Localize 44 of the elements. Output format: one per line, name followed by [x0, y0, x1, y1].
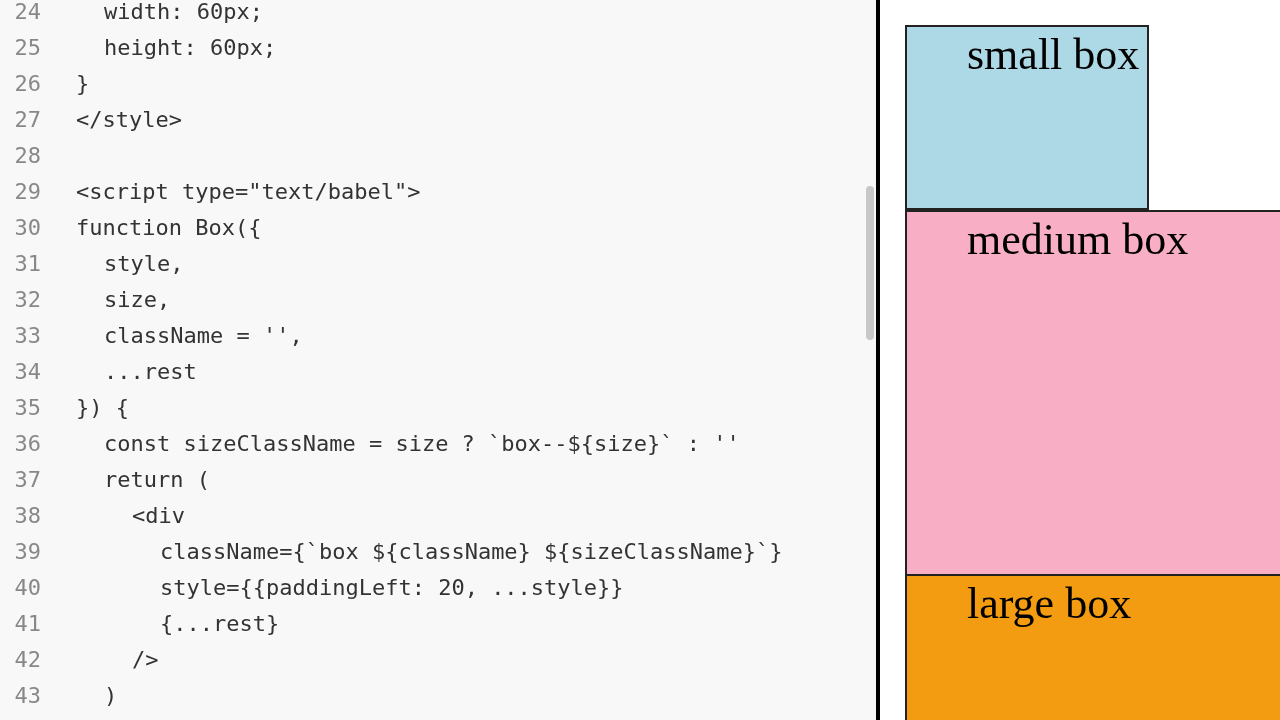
line-number: 31: [13, 250, 41, 278]
code-line: }: [76, 70, 90, 98]
line-number: 27: [13, 106, 41, 134]
code-line: style,: [104, 250, 184, 278]
line-number: 30: [13, 214, 41, 242]
line-number: 41: [13, 610, 41, 638]
code-line: />: [132, 646, 159, 674]
line-number: 26: [13, 70, 41, 98]
code-line: className = '',: [104, 322, 303, 350]
line-number: 33: [13, 322, 41, 350]
code-line: return (: [104, 466, 210, 494]
line-number: 42: [13, 646, 41, 674]
code-line: size,: [104, 286, 171, 314]
code-line: ...rest: [104, 358, 197, 386]
preview-box: [905, 25, 1149, 210]
line-number: 32: [13, 286, 41, 314]
code-line: width: 60px;: [104, 0, 263, 26]
line-number: 37: [13, 466, 41, 494]
line-number: 25: [13, 34, 41, 62]
line-number: 40: [13, 574, 41, 602]
code-line: <div: [132, 502, 185, 530]
code-line: ): [104, 682, 118, 710]
code-line: <script type="text/babel">: [76, 178, 421, 206]
box-label: medium box: [967, 214, 1190, 266]
code-line: {...rest}: [160, 610, 280, 638]
box-label: large box: [967, 578, 1133, 630]
line-number: 35: [13, 394, 41, 422]
code-line: className={`box ${className} ${sizeClassName}`}: [160, 538, 783, 566]
code-line: function Box({: [76, 214, 262, 242]
preview-box: [905, 210, 1280, 576]
line-number: 38: [13, 502, 41, 530]
code-line: </style>: [76, 106, 182, 134]
code-line: height: 60px;: [104, 34, 277, 62]
line-number: 29: [13, 178, 41, 206]
line-number: 34: [13, 358, 41, 386]
code-line: style={{paddingLeft: 20, ...style}}: [160, 574, 624, 602]
code-line: }) {: [76, 394, 129, 422]
line-number: 24: [13, 0, 41, 26]
box-label: small box: [967, 29, 1141, 81]
line-number: 36: [13, 430, 41, 458]
line-number: 39: [13, 538, 41, 566]
code-line: const sizeClassName = size ? `box--${size}` : '': [104, 430, 740, 458]
line-number: 43: [13, 682, 41, 710]
line-number: 28: [13, 142, 41, 170]
